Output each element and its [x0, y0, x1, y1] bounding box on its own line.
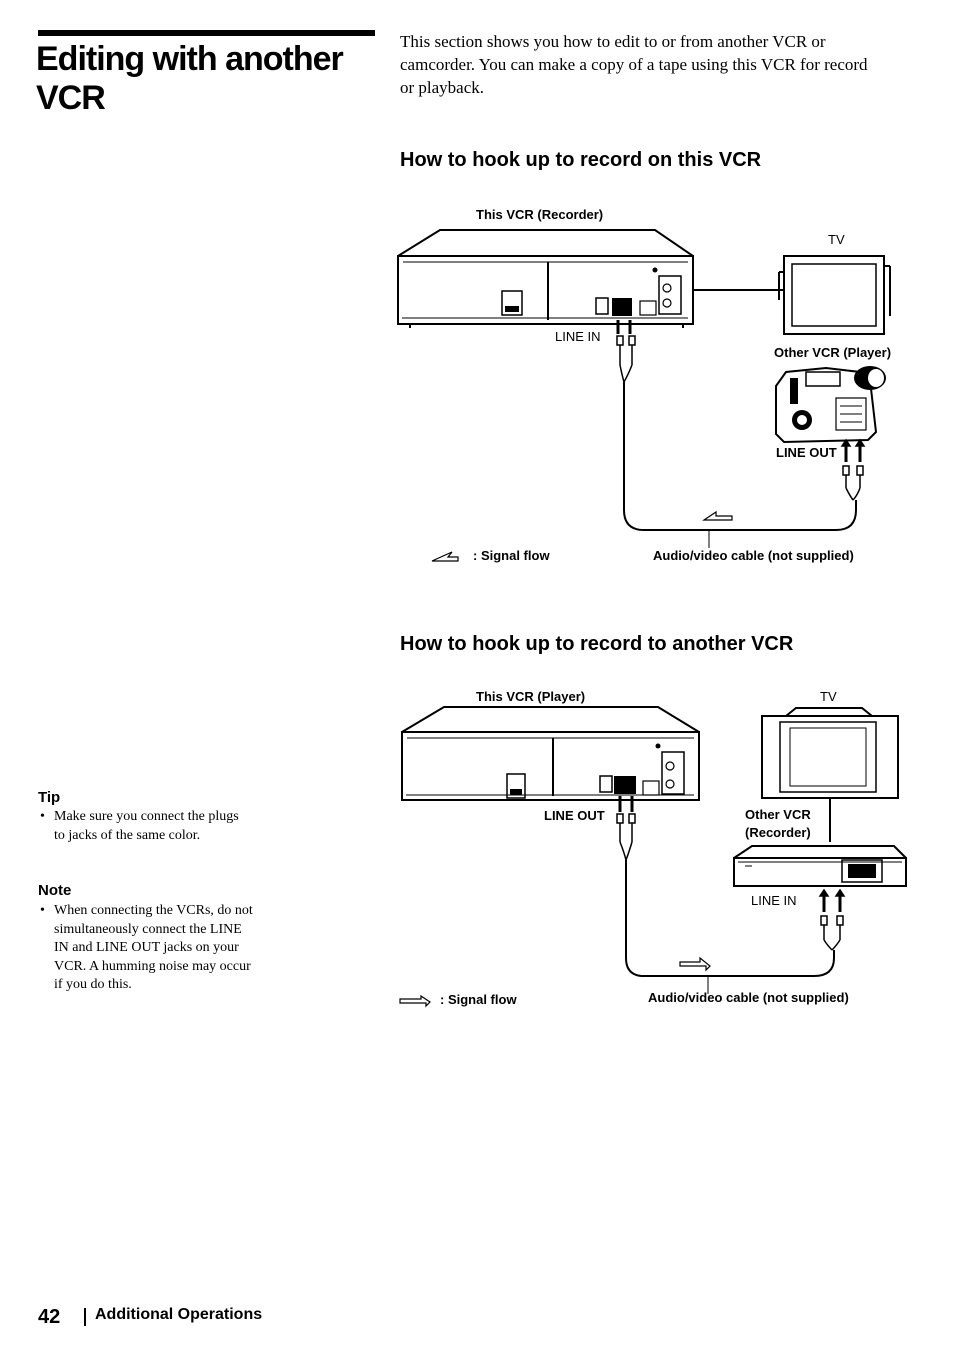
tv-illustration-s2	[761, 707, 899, 842]
s2-tv-label: TV	[820, 689, 837, 704]
s2-line-in-label: LINE IN	[751, 893, 797, 908]
note-heading: Note	[38, 882, 72, 899]
section1-heading: How to hook up to record on this VCR	[400, 149, 762, 171]
this-vcr-player-illustration	[401, 706, 700, 801]
s2-cable-label: Audio/video cable (not supplied)	[648, 990, 849, 1005]
av-cable-s1	[623, 382, 857, 531]
line-in-plugs-s1	[616, 320, 636, 383]
s1-cable-label: Audio/video cable (not supplied)	[653, 548, 854, 563]
line-out-plugs-s2	[616, 796, 636, 861]
s1-other-vcr-label: Other VCR (Player)	[774, 345, 892, 360]
s1-line-in-label: LINE IN	[555, 329, 601, 344]
s1-signal-flow-label: : Signal flow	[473, 548, 550, 563]
intro-line-2: camcorder. You can make a copy of a tape…	[400, 55, 868, 74]
s2-line-out-label: LINE OUT	[544, 808, 605, 823]
page-title: Editing with another VCR	[36, 40, 344, 117]
camcorder-illustration	[775, 366, 886, 444]
signal-arrow-s2	[679, 956, 711, 972]
legend-signal-arrow-s1	[431, 551, 459, 562]
s2-other-vcr-label-1: Other VCR	[745, 807, 811, 822]
intro-line-1: This section shows you how to edit to or…	[400, 32, 826, 51]
s1-line-out-label: LINE OUT	[776, 445, 837, 460]
title-rule	[38, 30, 375, 36]
tv-illustration-s1	[693, 255, 891, 335]
page-number: 42	[38, 1306, 61, 1328]
s2-other-vcr-label-2: (Recorder)	[745, 825, 811, 840]
legend-signal-arrow-s2	[399, 994, 431, 1008]
signal-arrow-s1	[702, 510, 733, 521]
s2-this-vcr-label: This VCR (Player)	[476, 689, 586, 704]
note-list: When connecting the VCRs, do not simulta…	[38, 902, 253, 995]
s2-signal-flow-label: : Signal flow	[440, 992, 517, 1007]
s1-tv-label: TV	[828, 232, 845, 247]
intro-paragraph: This section shows you how to edit to or…	[400, 30, 948, 99]
tip-item: Make sure you connect the plugs to jacks…	[38, 808, 253, 845]
footer-separator	[84, 1308, 86, 1326]
intro-line-3: or playback.	[400, 78, 485, 97]
section2-heading: How to hook up to record to another VCR	[400, 633, 794, 655]
s1-this-vcr-label: This VCR (Recorder)	[476, 207, 604, 222]
other-vcr-recorder-illustration	[733, 845, 907, 887]
line-out-plugs-s1	[840, 438, 866, 501]
note-item: When connecting the VCRs, do not simulta…	[38, 902, 253, 995]
footer-section-title: Additional Operations	[95, 1306, 263, 1323]
tip-heading: Tip	[38, 789, 61, 806]
tip-list: Make sure you connect the plugs to jacks…	[38, 808, 253, 845]
this-vcr-recorder-illustration	[397, 229, 694, 328]
av-cable-s2	[625, 860, 835, 977]
line-in-plugs-s2	[818, 888, 846, 951]
